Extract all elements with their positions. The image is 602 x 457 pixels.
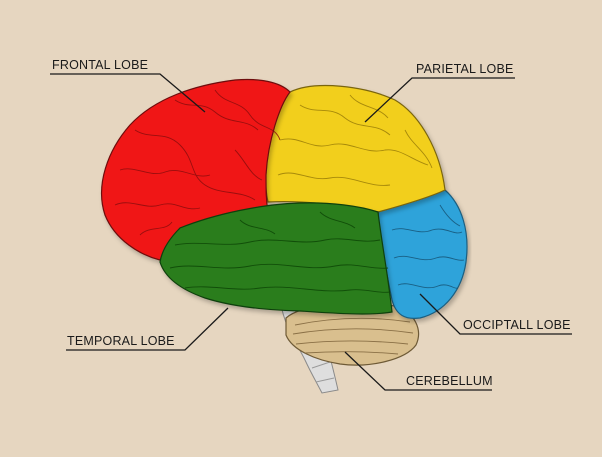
cerebellum-leader-line xyxy=(344,351,492,391)
parietal-gyri-lines xyxy=(277,94,433,186)
cerebellum-folds xyxy=(292,318,414,355)
label-leader-lines xyxy=(50,73,572,391)
occipital-leader-line xyxy=(419,293,572,335)
occipital-gyri-lines xyxy=(391,204,465,289)
occipital-lobe-label: OCCIPTALL LOBE xyxy=(463,318,571,332)
parietal-leader-line xyxy=(364,77,515,123)
cerebellum-label: CEREBELLUM xyxy=(406,374,493,388)
frontal-gyri-lines xyxy=(114,89,281,236)
occipital-lobe-region xyxy=(377,189,468,320)
parietal-lobe-label: PARIETAL LOBE xyxy=(416,62,514,76)
parietal-lobe-region xyxy=(264,84,446,213)
temporal-leader-line xyxy=(66,307,229,351)
frontal-lobe-label: FRONTAL LOBE xyxy=(52,58,149,72)
temporal-gyri-lines xyxy=(169,211,391,293)
temporal-lobe-region xyxy=(159,202,393,315)
temporal-lobe-label: TEMPORAL LOBE xyxy=(67,334,175,348)
frontal-leader-line xyxy=(50,73,206,113)
